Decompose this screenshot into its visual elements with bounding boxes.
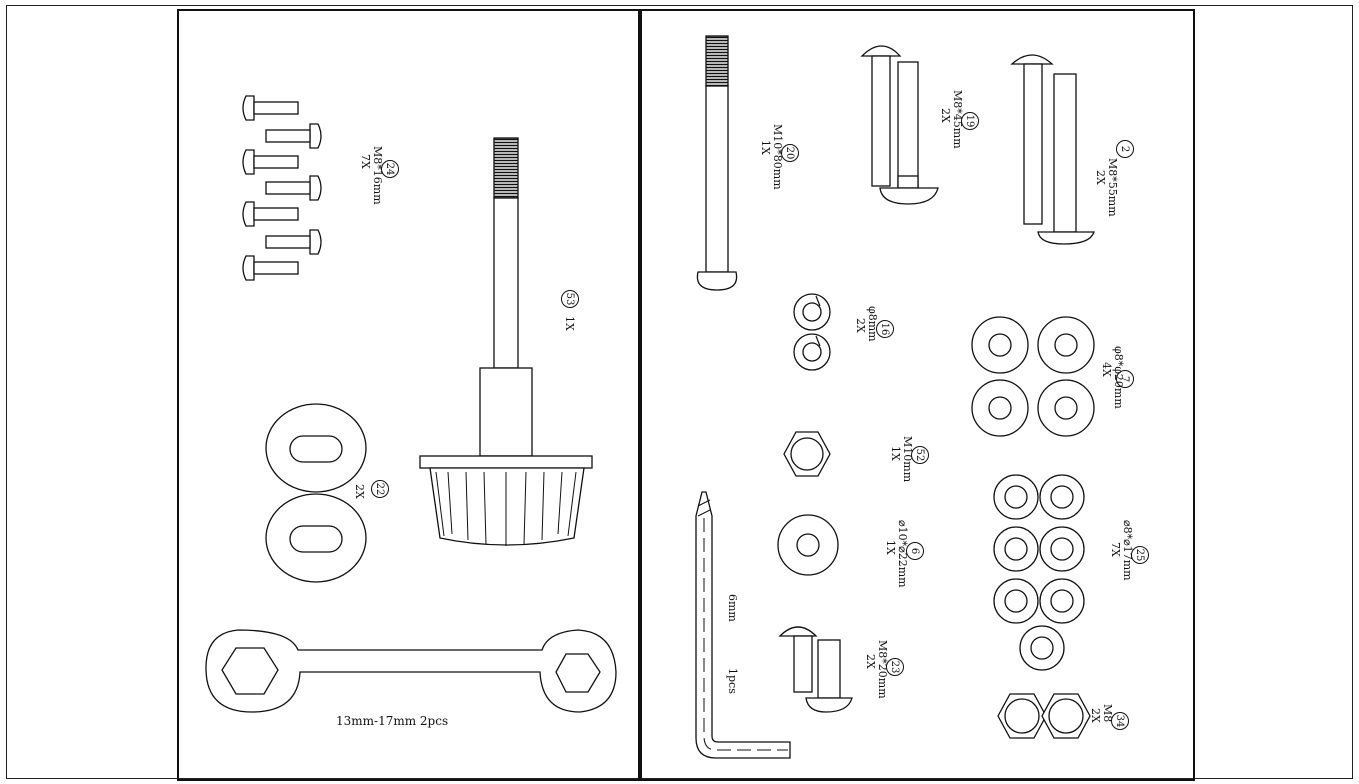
part-24-qty: 7X xyxy=(359,154,372,169)
part-19-qty: 2X xyxy=(939,108,952,123)
wrench-drawing xyxy=(205,629,617,713)
part-19-size: M8*45mm xyxy=(951,90,964,149)
part-2-number: 2 xyxy=(1116,140,1134,158)
part-2-qty: 2X xyxy=(1094,170,1107,185)
part-22-number: 22 xyxy=(371,480,389,498)
washer-25-drawing xyxy=(993,474,1085,671)
foot-53-drawing xyxy=(419,137,593,546)
part-34-qty: 2X xyxy=(1089,708,1102,723)
part-22-qty: 2X xyxy=(353,484,366,499)
nut-34-drawing xyxy=(997,693,1091,739)
part-7-qty: 4X xyxy=(1100,362,1113,377)
part-2-size: M8*55mm xyxy=(1106,158,1119,217)
part-52-qty: 1X xyxy=(889,446,902,461)
part-52-size: M10mm xyxy=(901,436,914,483)
part-25-qty: 7X xyxy=(1109,542,1122,557)
nut-52-drawing xyxy=(783,431,831,477)
left-parts-panel xyxy=(177,9,640,781)
part-20-qty: 1X xyxy=(759,140,772,155)
washer-6-drawing xyxy=(777,514,839,576)
allen-key-qty: 1pcs xyxy=(726,668,739,694)
part-6-qty: 1X xyxy=(884,540,897,555)
page-frame xyxy=(6,5,1353,779)
part-34-size: M8 xyxy=(1101,704,1114,723)
bolt-2-drawing xyxy=(1010,54,1095,245)
part-16-qty: 2X xyxy=(854,318,867,333)
part-20-size: M10*80mm xyxy=(771,124,784,190)
part-6-size: ⌀10*⌀22mm xyxy=(896,520,909,588)
split-washer-16-drawing xyxy=(793,293,831,371)
allen-key-drawing xyxy=(695,491,791,759)
plate-22-drawing xyxy=(265,403,367,583)
part-24-size: M8*16mm xyxy=(371,146,384,205)
bolt-24-drawing xyxy=(242,95,322,281)
part-23-qty: 2X xyxy=(864,654,877,669)
bolt-23-drawing xyxy=(778,626,853,713)
right-parts-panel xyxy=(640,9,1195,781)
part-16-size: φ8mm xyxy=(866,306,879,342)
part-53-number: 53 xyxy=(561,290,579,308)
bolt-19-drawing xyxy=(860,45,939,205)
part-53-qty: 1X xyxy=(563,316,576,331)
bolt-20-drawing xyxy=(696,35,738,291)
part-7-size: φ8*φ20mm xyxy=(1112,346,1125,409)
part-25-size: ⌀8*⌀17mm xyxy=(1121,520,1134,581)
washer-7-drawing xyxy=(971,316,1095,437)
part-23-size: M8*20mm xyxy=(876,640,889,699)
wrench-label: 13mm-17mm 2pcs xyxy=(336,714,449,728)
allen-key-size: 6mm xyxy=(726,594,739,622)
